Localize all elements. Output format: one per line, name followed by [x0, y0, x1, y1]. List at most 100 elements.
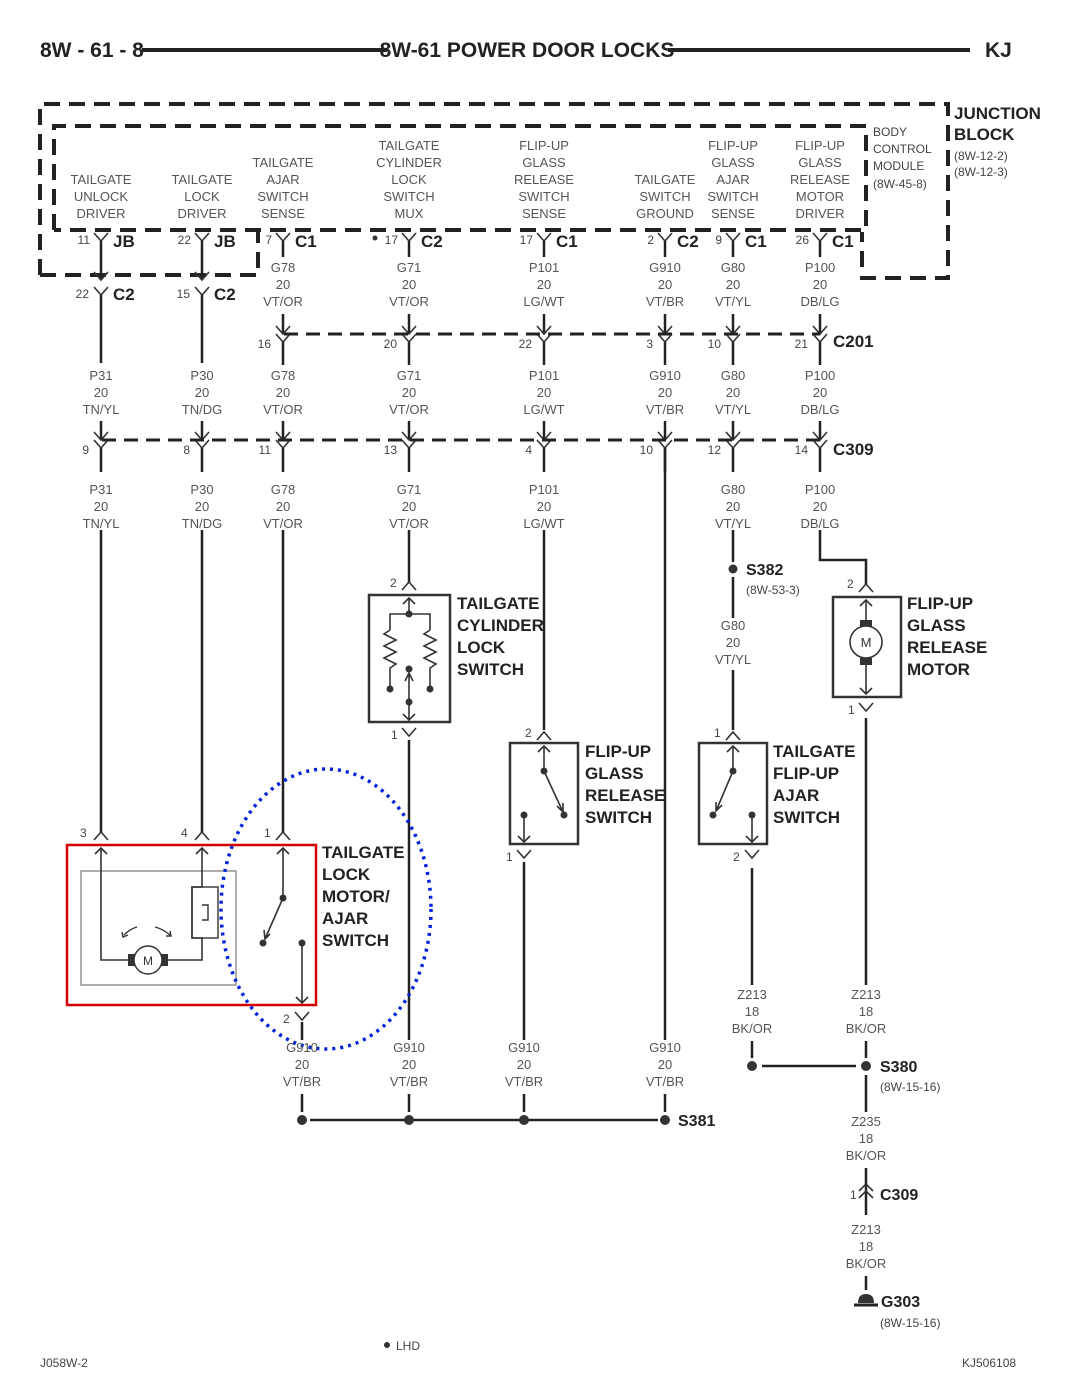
function-label: RELEASE [514, 172, 574, 187]
wire-gauge: 20 [295, 1057, 309, 1072]
wire-code: P30 [190, 482, 213, 497]
page-header: 8W - 61 - 8 8W-61 POWER DOOR LOCKS KJ [40, 39, 1012, 62]
component-name: SWITCH [585, 808, 652, 827]
wire-code: G71 [397, 260, 422, 275]
wire-code: G910 [286, 1040, 318, 1055]
pin-label: 3 [646, 337, 653, 351]
component-name: SWITCH [322, 931, 389, 950]
pin-label: 20 [384, 337, 398, 351]
wire-gauge: 20 [195, 499, 209, 514]
splice-dot [747, 1061, 757, 1071]
connector-label: C1 [295, 232, 317, 251]
highlight-ellipse-annotation [219, 767, 433, 1051]
pin-label: 2 [647, 233, 654, 247]
contact-dot [709, 811, 717, 819]
pin-label: 9 [715, 233, 722, 247]
component-name: TAILGATE [773, 742, 855, 761]
wire-gauge: 18 [859, 1131, 873, 1146]
pin-label: 1 [848, 703, 855, 717]
function-label: AJAR [716, 172, 749, 187]
component-name: MOTOR [907, 660, 970, 679]
component-name: AJAR [773, 786, 819, 805]
splice-dot [861, 1061, 871, 1071]
wire-code: G71 [397, 368, 422, 383]
function-label: FLIP-UP [708, 138, 758, 153]
pin-label: 7 [265, 233, 272, 247]
wire-color: TN/DG [182, 516, 222, 531]
arrow-icon [859, 598, 873, 696]
drawing-number: KJ506108 [962, 1356, 1016, 1370]
pin-label: 11 [78, 233, 91, 247]
component-name: GLASS [585, 764, 644, 783]
function-label: TAILGATE [379, 138, 440, 153]
resistor-icon [422, 629, 438, 686]
function-label: TAILGATE [71, 172, 132, 187]
component-name: GLASS [907, 616, 966, 635]
wire-gauge: 20 [402, 385, 416, 400]
wire-gauge: 20 [537, 499, 551, 514]
wire-code: P100 [805, 368, 835, 383]
pin-label: 2 [390, 576, 397, 590]
function-label: RELEASE [790, 172, 850, 187]
pin-label: 17 [520, 233, 534, 247]
pin-label: 26 [796, 233, 810, 247]
c309-ground-label: C309 [880, 1187, 918, 1204]
connector-female-icon [401, 325, 417, 336]
connector-male-icon [744, 849, 760, 860]
resistor-icon [382, 629, 398, 686]
arrow-icon [745, 835, 759, 844]
function-label: UNLOCK [74, 189, 129, 204]
pin-label: 1 [714, 726, 721, 740]
connector-female-icon [93, 431, 109, 442]
pin-label: 21 [795, 337, 809, 351]
rotation-arrow-icon [154, 926, 172, 937]
wire-color: DB/LG [800, 516, 839, 531]
component-box [831, 595, 903, 699]
function-label: DRIVER [76, 206, 125, 221]
pin-label: 10 [708, 337, 722, 351]
connector-female-icon [194, 830, 210, 841]
motor-icon [849, 625, 883, 659]
contact-dot [405, 665, 413, 673]
wire-gauge: 20 [276, 499, 290, 514]
wire-code: G910 [649, 368, 681, 383]
component-box [367, 593, 452, 724]
wire-code: P31 [89, 368, 112, 383]
wire-color: VT/BR [505, 1074, 543, 1089]
c309-label: C309 [833, 440, 874, 459]
wire-code: Z213 [851, 1222, 881, 1237]
connector-label: C2 [677, 232, 699, 251]
wire-code: P100 [805, 260, 835, 275]
junction-block-outline [38, 102, 950, 280]
wire-code: G78 [271, 368, 296, 383]
wire-code: P30 [190, 368, 213, 383]
component-name: TAILGATE [457, 594, 539, 613]
wire-code: P101 [529, 482, 559, 497]
s380-ref: (8W-15-16) [880, 1080, 940, 1094]
arrow-icon [517, 835, 531, 844]
connector-female-icon [536, 325, 552, 336]
function-label: DRIVER [795, 206, 844, 221]
arrow-icon [93, 271, 109, 282]
node-dot [405, 610, 413, 618]
wire-color: LG/WT [523, 516, 564, 531]
wire-color: VT/OR [389, 516, 429, 531]
switch-blade-icon [715, 770, 734, 813]
pin-label: 14 [795, 443, 809, 457]
wire-gauge: 20 [726, 277, 740, 292]
wire-gauge: 20 [402, 1057, 416, 1072]
function-label: GLASS [522, 155, 566, 170]
wire-color: TN/YL [83, 516, 120, 531]
connector-male-icon [93, 232, 109, 243]
wire-color: VT/OR [263, 516, 303, 531]
wire-color: TN/DG [182, 402, 222, 417]
component-name: TAILGATE [322, 843, 404, 862]
wire-gauge: 20 [726, 635, 740, 650]
wire [94, 846, 130, 961]
